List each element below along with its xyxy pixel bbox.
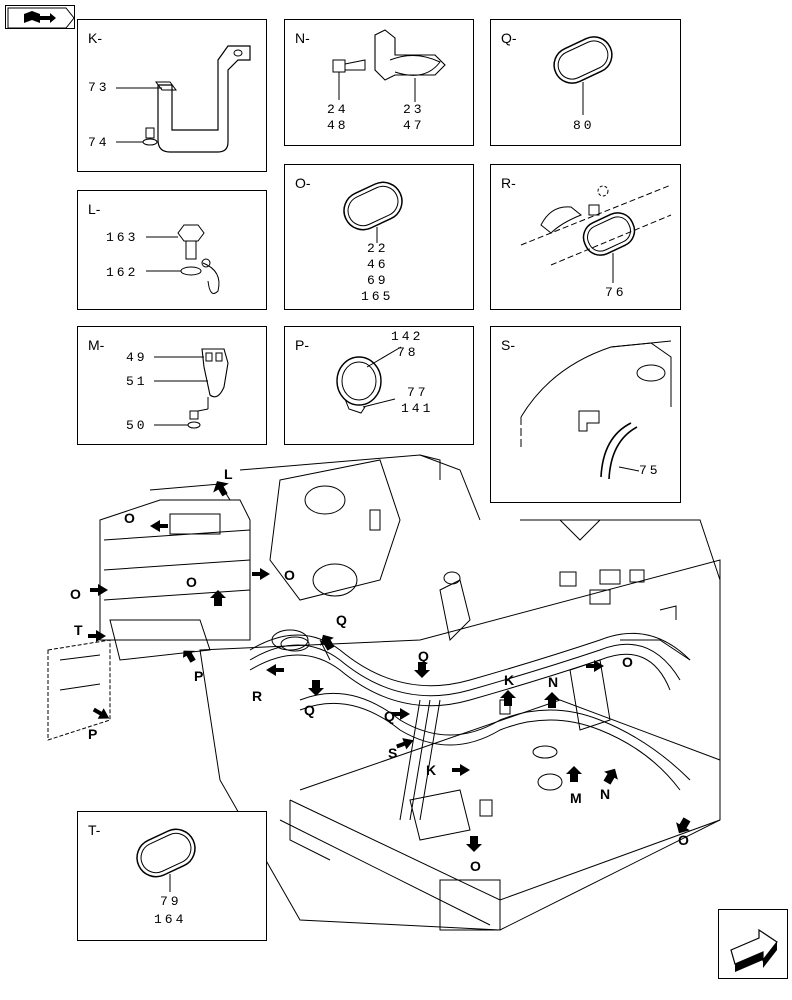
panel-r-title: R- xyxy=(501,175,516,191)
bolt-drawing xyxy=(146,224,220,294)
callout-48: 48 xyxy=(327,118,349,133)
panel-r: R- 76 xyxy=(490,164,681,310)
label-o: O xyxy=(622,654,633,670)
label-q: Q xyxy=(336,612,347,628)
panel-p: P- 142 78 77 141 xyxy=(284,326,474,445)
label-r: R xyxy=(252,688,263,704)
callout-165: 165 xyxy=(361,289,394,304)
callout-141: 141 xyxy=(401,401,434,416)
strap-drawing xyxy=(336,346,402,414)
panel-t-title: T- xyxy=(88,822,101,838)
callout-22: 22 xyxy=(367,241,389,256)
seal-drawing xyxy=(520,340,672,480)
label-q: Q xyxy=(304,702,315,718)
panel-m-title: M- xyxy=(88,337,105,353)
panel-o: O- 22 46 69 165 xyxy=(284,164,474,310)
label-n: N xyxy=(600,786,611,802)
panel-s: S- 75 xyxy=(490,326,681,503)
label-k: K xyxy=(426,762,437,778)
callout-75: 75 xyxy=(639,463,661,478)
callout-163: 163 xyxy=(106,230,139,245)
panel-n-title: N- xyxy=(295,30,310,46)
bracket-drawing xyxy=(116,45,251,153)
panel-o-title: O- xyxy=(295,175,311,191)
label-o: O xyxy=(678,832,689,848)
label-t: T xyxy=(74,622,83,638)
callout-73: 73 xyxy=(88,80,110,95)
callout-78: 78 xyxy=(397,345,419,360)
label-o: O xyxy=(470,858,481,874)
label-l: L xyxy=(224,466,233,482)
label-p: P xyxy=(88,726,98,742)
label-n: N xyxy=(548,674,559,690)
label-o: O xyxy=(284,567,295,583)
callout-162: 162 xyxy=(106,265,139,280)
grommet-drawing xyxy=(136,828,196,892)
book-icon xyxy=(7,7,75,29)
clamp-drawing xyxy=(154,348,229,429)
panel-l-title: L- xyxy=(88,201,101,217)
grommet-drawing xyxy=(343,181,403,243)
callout-69: 69 xyxy=(367,273,389,288)
panel-q: Q- 80 xyxy=(490,19,681,146)
callout-50: 50 xyxy=(126,418,148,433)
label-s: S xyxy=(388,745,398,761)
label-o: O xyxy=(186,574,197,590)
grommet-drawing xyxy=(520,184,672,283)
grommet-drawing xyxy=(553,36,613,115)
next-page-arrow-icon xyxy=(730,928,778,972)
callout-51: 51 xyxy=(126,374,148,389)
callout-24: 24 xyxy=(327,102,349,117)
callout-76: 76 xyxy=(605,285,627,300)
callout-23: 23 xyxy=(403,102,425,117)
callout-142: 142 xyxy=(391,329,424,344)
callout-46: 46 xyxy=(367,257,389,272)
label-q: Q xyxy=(418,648,429,664)
label-k: K xyxy=(504,672,515,688)
book-nav-button[interactable] xyxy=(5,5,75,29)
callout-164: 164 xyxy=(154,912,187,927)
panel-l: L- 163 162 xyxy=(77,190,267,310)
callout-74: 74 xyxy=(88,135,110,150)
callout-47: 47 xyxy=(403,118,425,133)
label-p: P xyxy=(194,668,204,684)
callout-77: 77 xyxy=(407,385,429,400)
callout-80: 80 xyxy=(573,118,595,133)
label-o: O xyxy=(124,510,135,526)
panel-n: N- 24 48 23 47 xyxy=(284,19,474,146)
label-m: M xyxy=(570,790,582,806)
panel-t: T- 79 164 xyxy=(77,811,267,941)
panel-q-title: Q- xyxy=(501,30,517,46)
next-page-button[interactable] xyxy=(718,909,788,979)
panel-k-title: K- xyxy=(88,30,102,46)
callout-49: 49 xyxy=(126,350,148,365)
panel-m: M- 49 51 50 xyxy=(77,326,267,445)
label-q: Q xyxy=(384,708,395,724)
callout-79: 79 xyxy=(160,894,182,909)
panel-k: K- 73 74 xyxy=(77,19,267,172)
panel-p-title: P- xyxy=(295,337,309,353)
label-o: O xyxy=(70,586,81,602)
clip-drawing xyxy=(332,29,446,102)
panel-s-title: S- xyxy=(501,337,515,353)
